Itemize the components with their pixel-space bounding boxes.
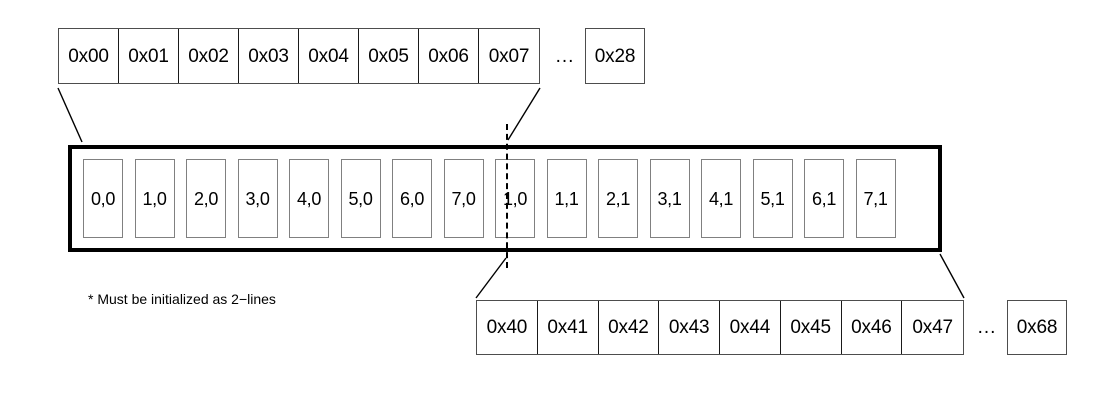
cache-cell: 2,1 — [598, 159, 638, 238]
cache-cell: 1,0 — [134, 159, 175, 238]
address-cell: 0x44 — [720, 301, 781, 354]
cache-cell: 3,1 — [649, 159, 690, 238]
top-address-row: 0x00 0x01 0x02 0x03 0x04 0x05 0x06 0x07 — [58, 28, 540, 84]
address-cell: 0x05 — [359, 29, 419, 83]
address-cell: 0x40 — [477, 301, 538, 354]
address-cell: 0x41 — [537, 301, 599, 354]
cache-cell: 0,0 — [83, 159, 123, 238]
address-cell: 0x03 — [239, 29, 299, 83]
cache-cell: 7,0 — [443, 159, 484, 238]
cache-cell: 5,0 — [340, 159, 381, 238]
cache-line-buffer: 0,0 1,0 2,0 3,0 4,0 5,0 6,0 7,0 1,0 1,1 … — [68, 145, 942, 252]
cache-cell: 7,1 — [855, 159, 896, 238]
bottom-row-tail-address: 0x68 — [1007, 300, 1067, 355]
address-cell: 0x46 — [841, 301, 903, 354]
cache-cell: 6,0 — [392, 159, 432, 238]
cache-cell-container: 0,0 1,0 2,0 3,0 4,0 5,0 6,0 7,0 1,0 1,1 … — [72, 149, 938, 248]
cache-cell: 1,0 — [495, 159, 535, 238]
cache-cell: 4,1 — [701, 159, 741, 238]
address-cell: 0x00 — [59, 29, 119, 83]
cache-cell: 5,1 — [752, 159, 793, 238]
cache-cell: 4,0 — [289, 159, 329, 238]
cache-cell: 3,0 — [237, 159, 278, 238]
bottom-address-row: 0x40 0x41 0x42 0x43 0x44 0x45 0x46 0x47 — [476, 300, 964, 355]
address-cell: 0x02 — [179, 29, 239, 83]
top-row-tail-address: 0x28 — [585, 28, 645, 84]
address-cell: 0x07 — [479, 29, 539, 83]
address-cell: 0x43 — [659, 301, 720, 354]
cache-cell: 2,0 — [186, 159, 226, 238]
address-cell: 0x01 — [119, 29, 179, 83]
address-cell: 0x04 — [299, 29, 359, 83]
cache-cell: 6,1 — [804, 159, 844, 238]
line-split-divider — [506, 124, 508, 268]
address-cell: 0x47 — [902, 301, 963, 354]
address-cell: 0x45 — [780, 301, 842, 354]
bottom-row-ellipsis: ... — [977, 317, 997, 338]
address-cell: 0x42 — [598, 301, 660, 354]
address-cell: 0x06 — [419, 29, 479, 83]
top-row-ellipsis: ... — [555, 45, 575, 67]
initialization-note: * Must be initialized as 2−lines — [88, 291, 276, 307]
cache-cell: 1,1 — [546, 159, 587, 238]
